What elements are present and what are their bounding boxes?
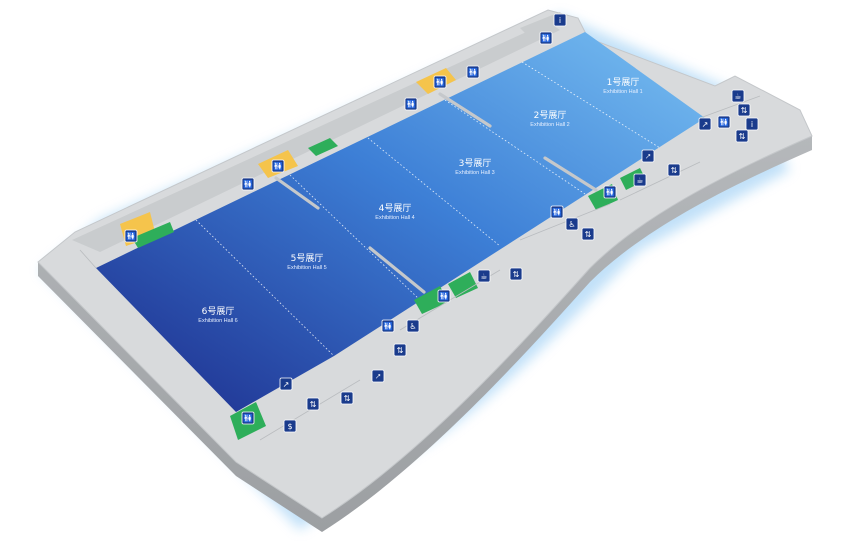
svg-text:4号展厅: 4号展厅 [379,203,412,214]
svg-text:6号展厅: 6号展厅 [202,306,235,317]
svg-text:🚻: 🚻 [435,77,445,87]
atm-icon: $ [283,419,297,433]
svg-text:🚻: 🚻 [439,291,449,301]
svg-text:☕: ☕ [636,176,643,185]
restroom-icon: 🚻 [271,159,285,173]
svg-text:🚻: 🚻 [468,67,478,77]
restroom-icon: 🚻 [550,205,564,219]
exhibition-halls [96,32,705,412]
svg-text:↗: ↗ [283,380,290,389]
svg-text:Exhibition Hall 6: Exhibition Hall 6 [198,318,237,324]
svg-text:5号展厅: 5号展厅 [291,253,324,264]
svg-text:🚻: 🚻 [719,117,729,127]
elevator-icon: ⇅ [737,103,751,117]
svg-text:🚻: 🚻 [406,99,416,109]
svg-text:1号展厅: 1号展厅 [607,77,640,88]
svg-text:⭧: ⭧ [645,152,651,161]
info-icon: i [553,13,567,27]
svg-text:$: $ [287,422,292,431]
svg-text:⇅: ⇅ [397,346,404,355]
svg-text:i: i [751,120,753,129]
food-icon: ☕ [731,89,745,103]
elevator-icon: ⇅ [667,163,681,177]
hall-5-label: 5号展厅 Exhibition Hall 5 [287,253,326,271]
partition-walls [274,92,598,294]
elevator-icon: ⇅ [340,391,354,405]
svg-text:🚻: 🚻 [243,179,253,189]
elevator-icon: ⇅ [306,397,320,411]
hall-4-label: 4号展厅 Exhibition Hall 4 [375,203,414,221]
svg-text:Exhibition Hall 2: Exhibition Hall 2 [530,122,569,128]
svg-text:🚻: 🚻 [273,161,283,171]
svg-text:🚻: 🚻 [552,207,562,217]
escalator-icon: ⭧ [641,149,655,163]
restroom-icon: 🚻 [437,289,451,303]
hall-6-label: 6号展厅 Exhibition Hall 6 [198,306,237,324]
platform-side [38,136,812,532]
svg-text:⇅: ⇅ [513,270,520,279]
svg-text:🚻: 🚻 [383,321,393,331]
svg-text:Exhibition Hall 4: Exhibition Hall 4 [375,215,414,221]
restroom-icon: 🚻 [124,229,138,243]
restroom-icon: 🚻 [603,185,617,199]
hall-dividers [195,61,661,357]
svg-text:🚻: 🚻 [243,413,253,423]
svg-text:☕: ☕ [734,92,741,101]
restroom-icon: 🚻 [381,319,395,333]
svg-text:3号展厅: 3号展厅 [459,158,492,169]
svg-text:Exhibition Hall 5: Exhibition Hall 5 [287,265,326,271]
svg-text:i: i [559,16,561,25]
svg-text:⇅: ⇅ [585,230,592,239]
svg-text:↗: ↗ [702,120,709,129]
restroom-icon: 🚻 [717,115,731,129]
hall-2-label: 2号展厅 Exhibition Hall 2 [530,110,569,128]
svg-text:⇅: ⇅ [741,106,748,115]
svg-text:🚻: 🚻 [605,187,615,197]
svg-text:⇅: ⇅ [310,400,317,409]
restroom-icon: 🚻 [539,31,553,45]
escalator-icon: ⭧ [371,369,385,383]
restroom-icon: 🚻 [241,177,255,191]
restroom-icon: 🚻 [466,65,480,79]
svg-text:♿: ♿ [568,220,575,229]
stairs-icon: ↗ [698,117,712,131]
food-icon: ☕ [633,173,647,187]
elevator-icon: ⇅ [581,227,595,241]
hall-1-label: 1号展厅 Exhibition Hall 1 [603,77,642,95]
restroom-icon: 🚻 [404,97,418,111]
elevator-icon: ⇅ [735,129,749,143]
elevator-icon: ⇅ [393,343,407,357]
svg-text:♿: ♿ [409,322,416,331]
info-icon: i [745,117,759,131]
svg-text:⭧: ⭧ [375,372,381,381]
svg-text:🚻: 🚻 [126,231,136,241]
svg-text:Exhibition Hall 1: Exhibition Hall 1 [603,89,642,95]
restroom-icon: 🚻 [433,75,447,89]
food-icon: ☕ [477,269,491,283]
svg-text:☕: ☕ [480,272,487,281]
svg-text:🚻: 🚻 [541,33,551,43]
svg-text:2号展厅: 2号展厅 [534,110,567,121]
accessible-icon: ♿ [406,319,420,333]
svg-text:⇅: ⇅ [671,166,678,175]
svg-text:⇅: ⇅ [739,132,746,141]
restroom-icon: 🚻 [241,411,255,425]
facility-icons: i🚻🚻🚻🚻🚻🚻🚻☕⇅i↗🚻⇅⭧⇅☕🚻🚻♿⇅☕⇅🚻♿⇅⭧↗⇅⇅$🚻🚻 [124,13,759,433]
stairs-icon: ↗ [279,377,293,391]
elevator-icon: ⇅ [509,267,523,281]
svg-text:⇅: ⇅ [344,394,351,403]
accessible-icon: ♿ [565,217,579,231]
hall-3-label: 3号展厅 Exhibition Hall 3 [455,158,494,176]
svg-text:Exhibition Hall 3: Exhibition Hall 3 [455,170,494,176]
